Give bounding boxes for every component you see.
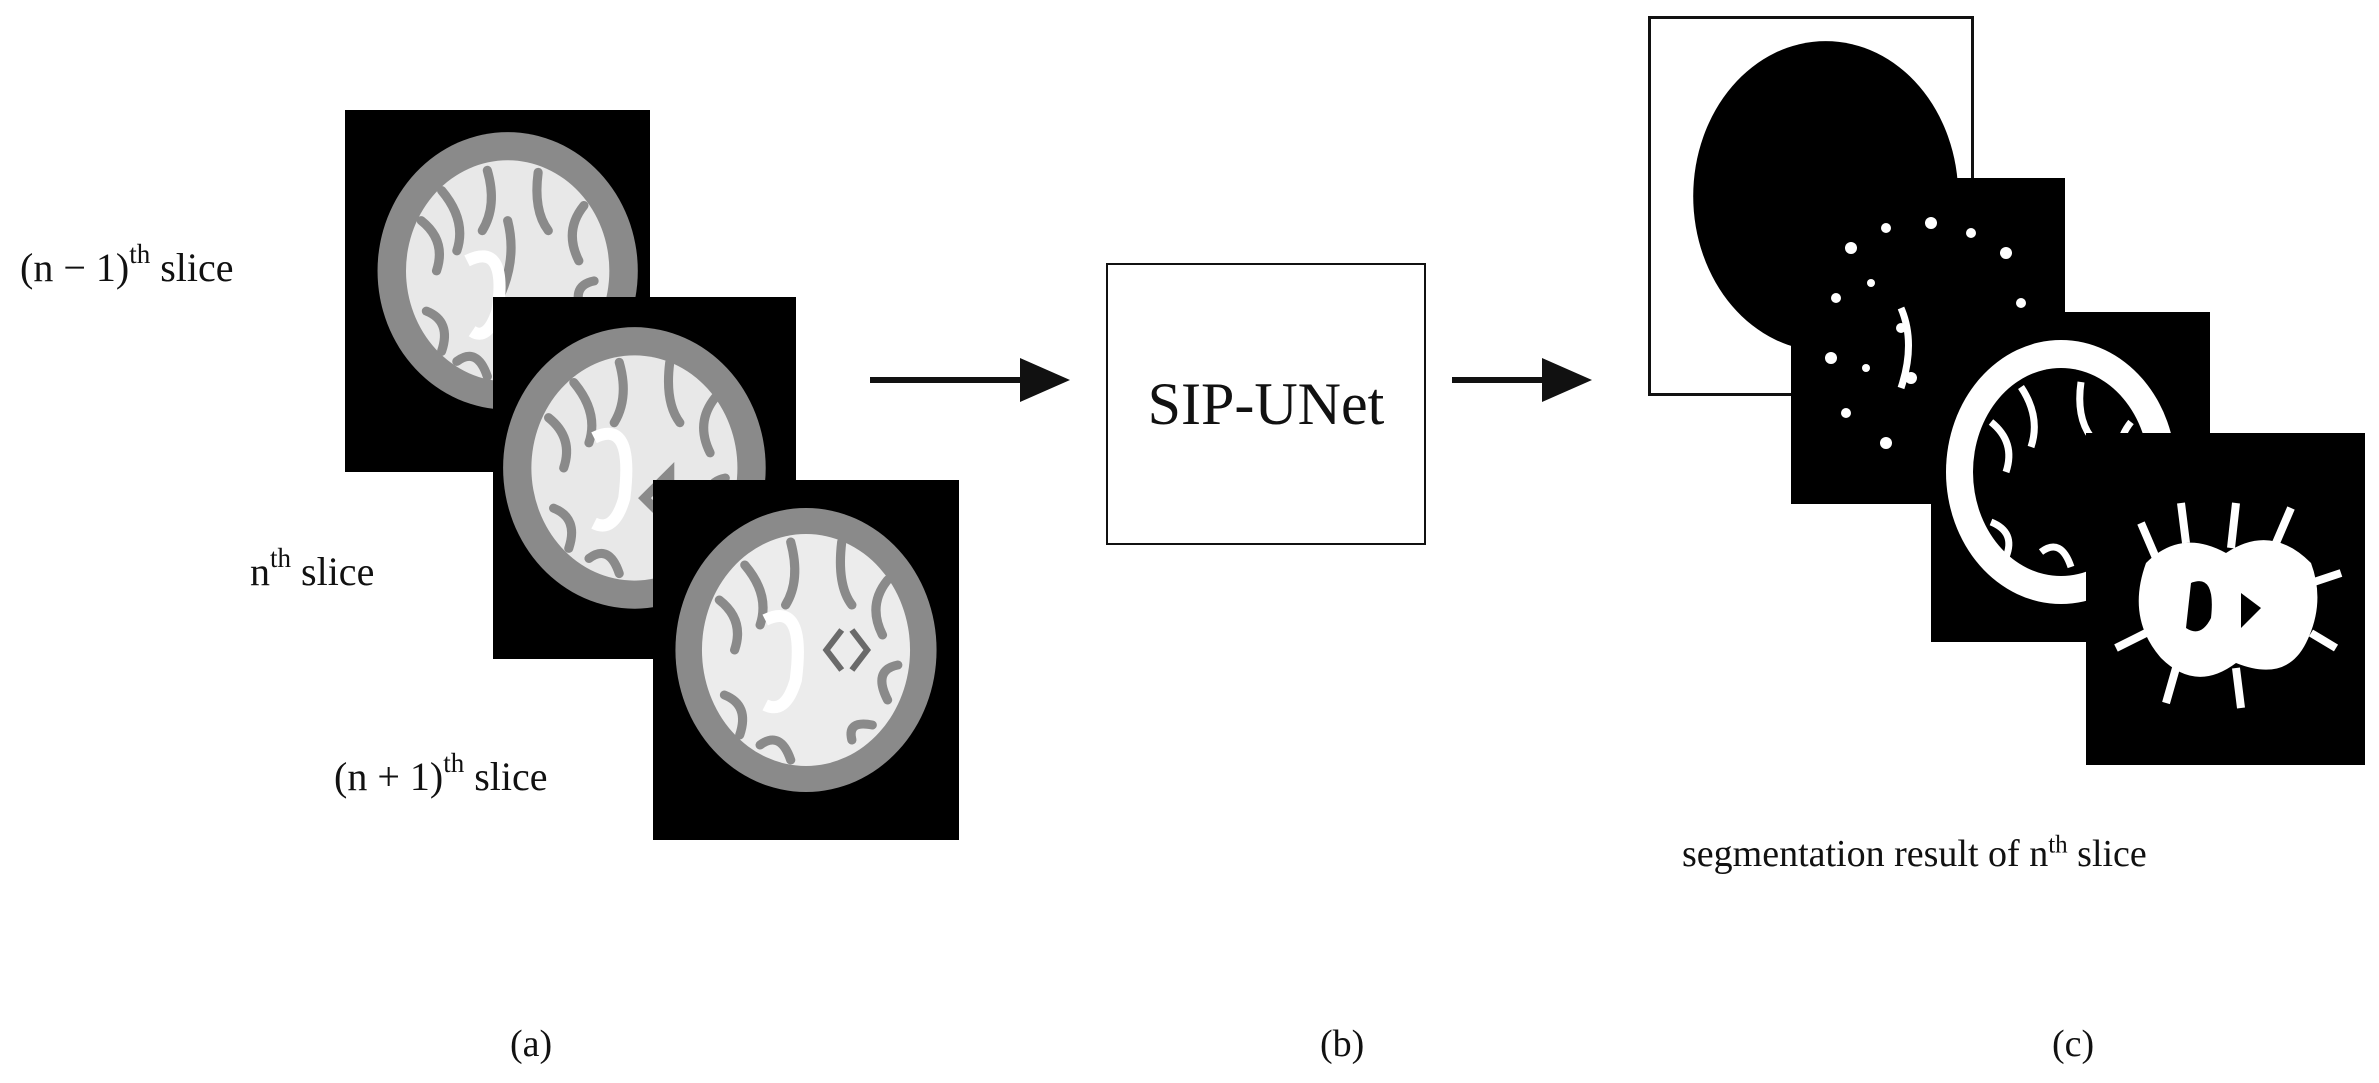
sip-unet-box: SIP-UNet bbox=[1106, 263, 1426, 545]
mri-slice-next bbox=[653, 480, 959, 840]
right-arrow-icon bbox=[1452, 358, 1592, 402]
panel-label-b: (b) bbox=[1320, 1023, 1365, 1065]
label-prev-slice: (n − 1)th slice bbox=[20, 238, 234, 290]
model-label: SIP-UNet bbox=[1147, 370, 1385, 437]
right-arrow-icon bbox=[870, 358, 1070, 402]
label-next-slice: (n + 1)th slice bbox=[334, 747, 548, 799]
segmentation-result-caption: segmentation result of nth slice bbox=[1682, 831, 2147, 875]
panel-label-c: (c) bbox=[2052, 1023, 2095, 1065]
label-current-slice: nth slice bbox=[250, 542, 375, 594]
panel-label-a: (a) bbox=[510, 1023, 553, 1065]
segmentation-mask-white-matter bbox=[2086, 433, 2365, 765]
